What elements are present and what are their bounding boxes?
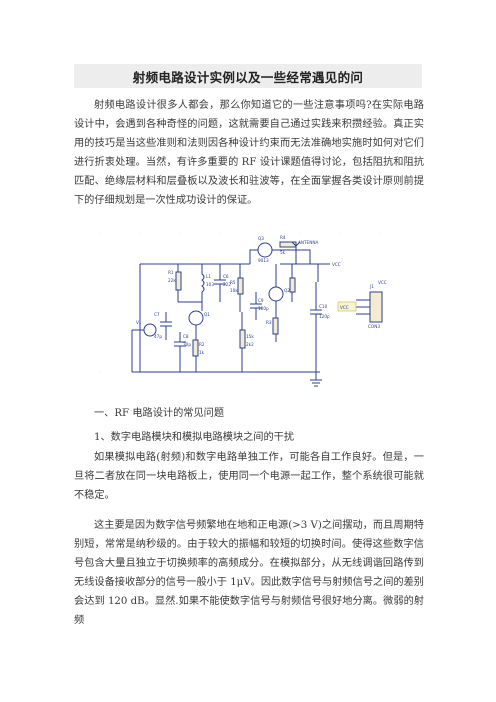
schematic-label: R1 (168, 270, 174, 275)
schematic-label: 9013 (258, 258, 269, 263)
title-bar: 射频电路设计实例以及一些经常遇见的问 (74, 64, 422, 88)
intro-paragraph: 射频电路设计很多人都会，那么你知道它的一些注意事项吗?在实际电路设计中，会遇到各… (74, 100, 424, 206)
schematic-label: VCC (340, 305, 349, 310)
schematic-label: 120p (319, 314, 330, 319)
schematic-label: C9 (258, 298, 264, 303)
schematic-label: C8 (183, 334, 189, 339)
circuit-schematic: R4 5k Q3 9013 L1 C6 C7 C8 C9 C10 R1 R2 R… (80, 222, 420, 390)
schematic-label: R3 (266, 320, 272, 325)
schematic-label: R2 (199, 342, 205, 347)
schematic-label: C10 (319, 304, 328, 309)
schematic-label: Q3 (258, 236, 264, 241)
schematic-label: 5k (280, 250, 286, 255)
schematic-label: L1 (206, 274, 211, 279)
paragraph-2: 这主要是因为数字信号频繁地在地和正电源(>3 V)之间摆动，而且周期特别短，常常… (74, 520, 424, 626)
schematic-label: Q2 (284, 288, 290, 293)
schematic-label: 103 (206, 282, 214, 287)
schematic-label: R4 (280, 235, 286, 240)
schematic-label: 1k (199, 350, 205, 355)
sub-heading: 1、数字电路模块和模拟电路模块之间的干扰 (94, 432, 295, 443)
schematic-label: 2k2 (246, 342, 254, 347)
document-title: 射频电路设计实例以及一些经常遇见的问 (132, 69, 364, 85)
schematic-label: 10k (230, 288, 238, 293)
schematic-label: 15k (246, 334, 254, 339)
schematic-label: VCC (378, 280, 387, 285)
schematic-label: 22k (168, 278, 176, 283)
schematic-label: C7 (154, 312, 160, 317)
schematic-label: C6 (223, 274, 229, 279)
section-heading: 一、RF 电路设计的常见问题 (94, 408, 225, 419)
schematic-label: 47p (154, 334, 162, 339)
schematic-label: Q1 (204, 312, 210, 317)
paragraph-1: 如果模拟电路(射频)和数字电路单独工作，可能各自工作良好。但是，一旦将二者放在同… (74, 452, 424, 501)
schematic-label: 100p (258, 306, 269, 311)
schematic-label: R5 (230, 280, 236, 285)
schematic-label: 30p (183, 342, 191, 347)
schematic-label: V1 (136, 320, 142, 325)
schematic-label: 222 (223, 282, 231, 287)
schematic-label: CON3 (368, 324, 380, 329)
schematic-label: VCC (332, 262, 341, 267)
schematic-label: J1 (369, 284, 374, 289)
schematic-label: ANTENNA (298, 240, 318, 245)
